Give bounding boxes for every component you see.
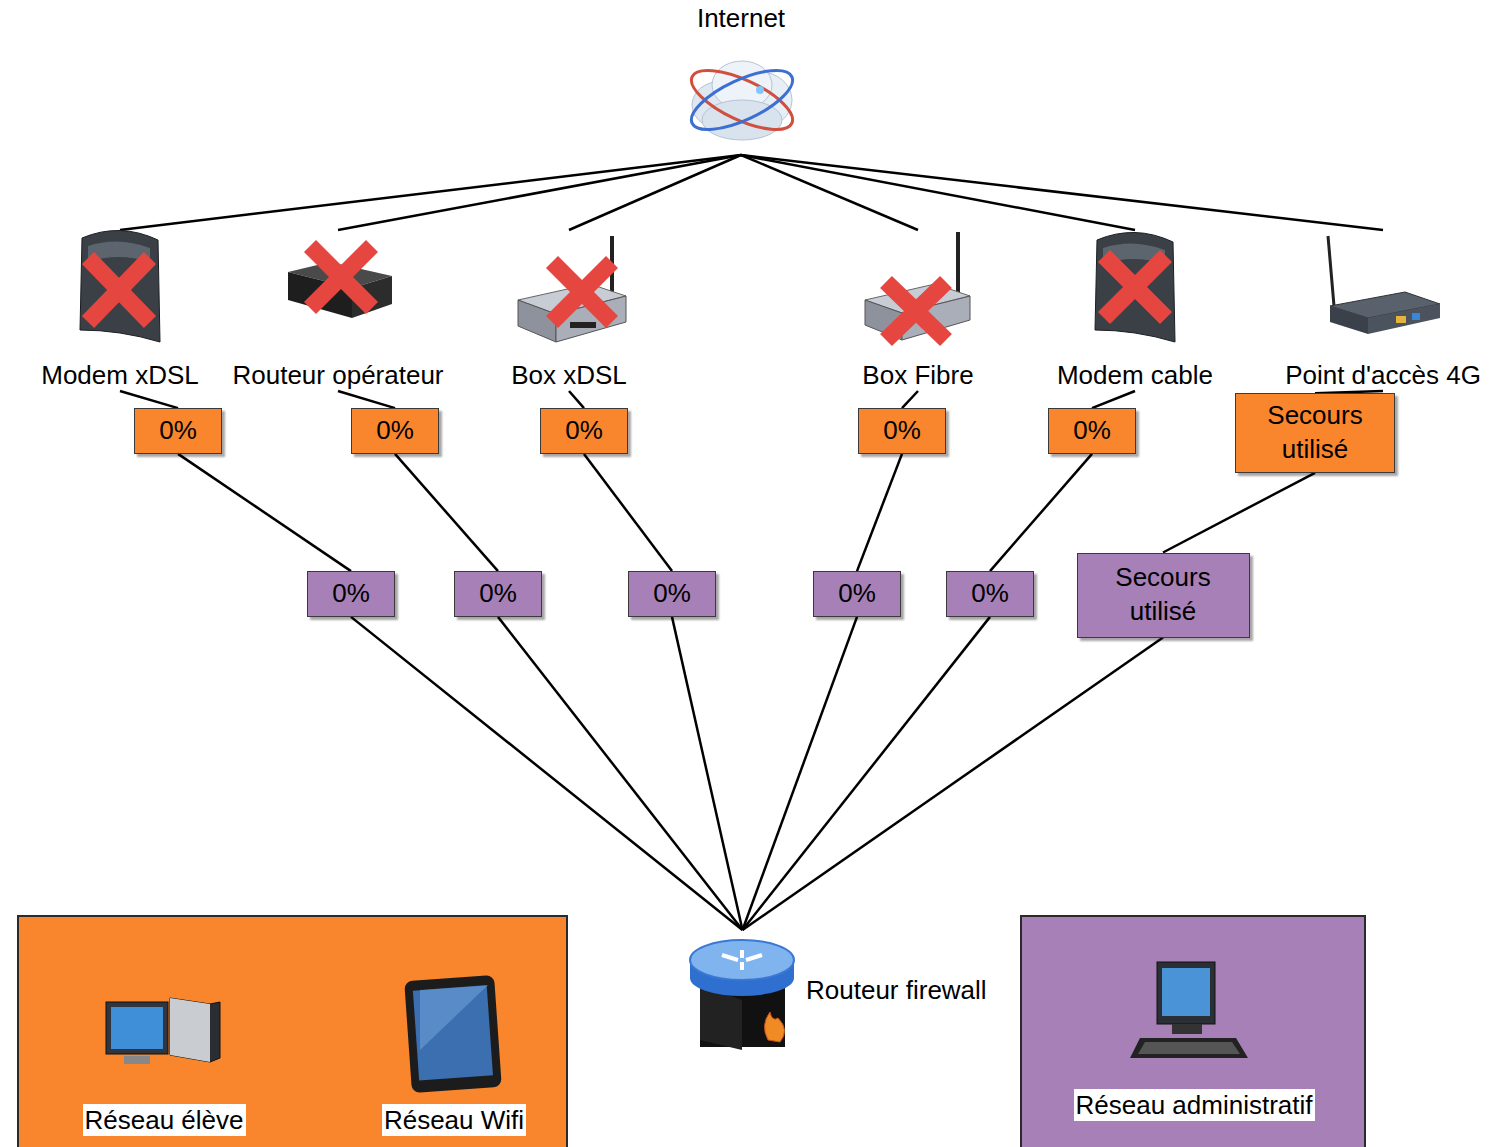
link-line [338,155,741,230]
link-line [569,155,741,230]
rate-box: 0% [813,571,901,617]
network-node: Réseau élève [83,1104,246,1137]
desktop-computer-icon [106,998,220,1064]
device-label: Modem xDSL [41,359,199,392]
network-label: Réseau élève [85,1104,244,1137]
rate-box: Secours utilisé [1077,553,1250,638]
device-node: Routeur opérateur [228,230,447,391]
rate-label: 0% [883,414,921,448]
device-node: Box xDSL [507,230,631,391]
device-label: Box xDSL [511,359,627,392]
network-zone: Réseau administratif [1020,915,1366,1147]
firewall-node: Routeur firewall [685,930,800,1050]
rate-label: 0% [565,414,603,448]
rate-label: 0% [1073,414,1111,448]
modem-icon [1095,232,1175,342]
device-label: Modem cable [1057,359,1213,392]
rate-box: 0% [540,408,628,454]
rate-box: 0% [134,408,222,454]
link-line [902,391,918,408]
failure-cross [88,246,1166,340]
link-line [672,617,743,930]
fibre-box-icon [865,232,970,340]
rate-label: Secours utilisé [1082,561,1245,629]
internet-node: Internet [691,2,791,155]
rate-label: 0% [332,577,370,611]
device-node: Box Fibre [858,230,977,391]
internet-cloud [684,59,801,142]
modem-icon [80,230,160,342]
network-zone: Réseau élève Réseau Wifi [17,915,568,1147]
device-node: Modem xDSL [37,230,203,391]
firewall-router-icon [690,940,794,1050]
link-line [120,391,178,408]
network-node: Réseau administratif [1074,1089,1315,1122]
device-label: Routeur opérateur [232,359,443,392]
rate-label: 0% [479,577,517,611]
rate-box: 0% [946,571,1034,617]
rate-label: 0% [838,577,876,611]
link-line [743,617,991,930]
admin-computer-icon [1130,962,1248,1058]
link-line [741,155,1135,230]
access-point-icon [1328,236,1440,334]
rate-box: 0% [628,571,716,617]
network-label: Réseau Wifi [384,1104,524,1137]
link-line [741,155,1383,230]
device-node: Modem cable [1053,230,1217,391]
link-line [178,454,351,571]
link-line [1163,473,1315,553]
rate-label: 0% [376,414,414,448]
link-line [857,454,902,571]
network-label: Réseau administratif [1076,1089,1313,1122]
rate-box: 0% [307,571,395,617]
link-line [338,391,395,408]
rate-label: 0% [159,414,197,448]
tablet-icon [404,975,502,1093]
rate-box: 0% [1048,408,1136,454]
firewall-label: Routeur firewall [806,974,987,1007]
device-label: Point d'accès 4G [1285,359,1481,392]
rate-label: 0% [971,577,1009,611]
link-line [569,391,584,408]
device-label: Box Fibre [862,359,973,392]
network-node: Réseau Wifi [382,1104,526,1137]
rate-box: 0% [454,571,542,617]
xdsl-box-icon [518,236,626,342]
link-line [743,638,1164,931]
link-line [395,454,498,571]
rate-box: 0% [351,408,439,454]
rate-label: Secours utilisé [1240,399,1390,467]
link-line [1092,391,1135,408]
rate-label: 0% [653,577,691,611]
link-line [498,617,743,930]
cloud-label: Internet [697,2,785,35]
link-line [584,454,672,571]
link-line [351,617,743,930]
device-node: Point d'accès 4G [1281,230,1485,391]
link-line [120,155,741,230]
rate-box: Secours utilisé [1235,393,1395,473]
link-line [743,617,858,930]
rate-box: 0% [858,408,946,454]
